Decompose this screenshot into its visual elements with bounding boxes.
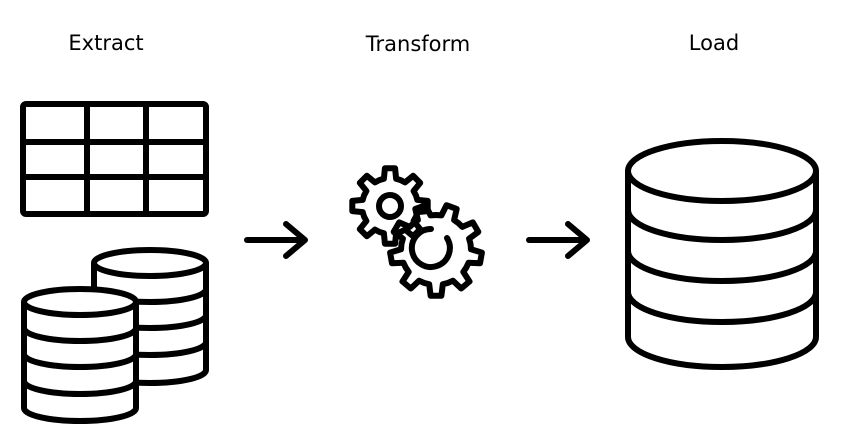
database-icon (625, 138, 819, 370)
gear-large-hub (408, 225, 453, 270)
database-front (21, 286, 139, 424)
gear-small-icon (349, 165, 431, 247)
arrow-right-icon (244, 221, 308, 259)
gear-small-hub (376, 192, 404, 220)
table-icon (20, 101, 209, 217)
gear-large-icon (387, 202, 485, 299)
stage-label-extract: Extract (68, 31, 143, 55)
stage-label-transform: Transform (365, 32, 470, 56)
database-stack-icon (21, 247, 209, 424)
gears-icon (349, 165, 485, 299)
stage-label-load: Load (689, 31, 739, 55)
arrow-right-icon (526, 221, 590, 259)
